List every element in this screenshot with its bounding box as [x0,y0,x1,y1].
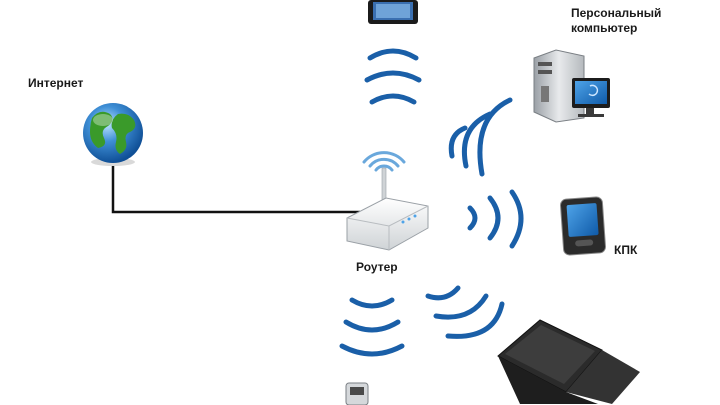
wifi-waves-pda [467,189,524,249]
wifi-waves-pc [448,97,513,177]
label-pc-line1: Персональный [571,6,662,20]
label-pc-line2: компьютер [571,21,638,35]
label-pda: КПК [614,243,638,257]
internet-cable [111,162,360,214]
laptop-icon [497,319,640,404]
pda-icon [560,196,606,256]
label-router: Роутер [356,260,398,274]
label-personal-computer: Персональный компьютер [571,6,661,36]
label-internet: Интернет [28,76,84,90]
phone-icon [345,382,369,405]
tablet-icon [368,0,418,24]
wifi-waves-laptop [425,285,505,339]
router-signal-icon [362,151,406,172]
router-icon [346,197,429,251]
wifi-waves-top [364,48,422,105]
desktop-pc-icon [533,49,610,123]
wifi-waves-bottom [339,297,405,357]
globe-icon [83,103,143,166]
